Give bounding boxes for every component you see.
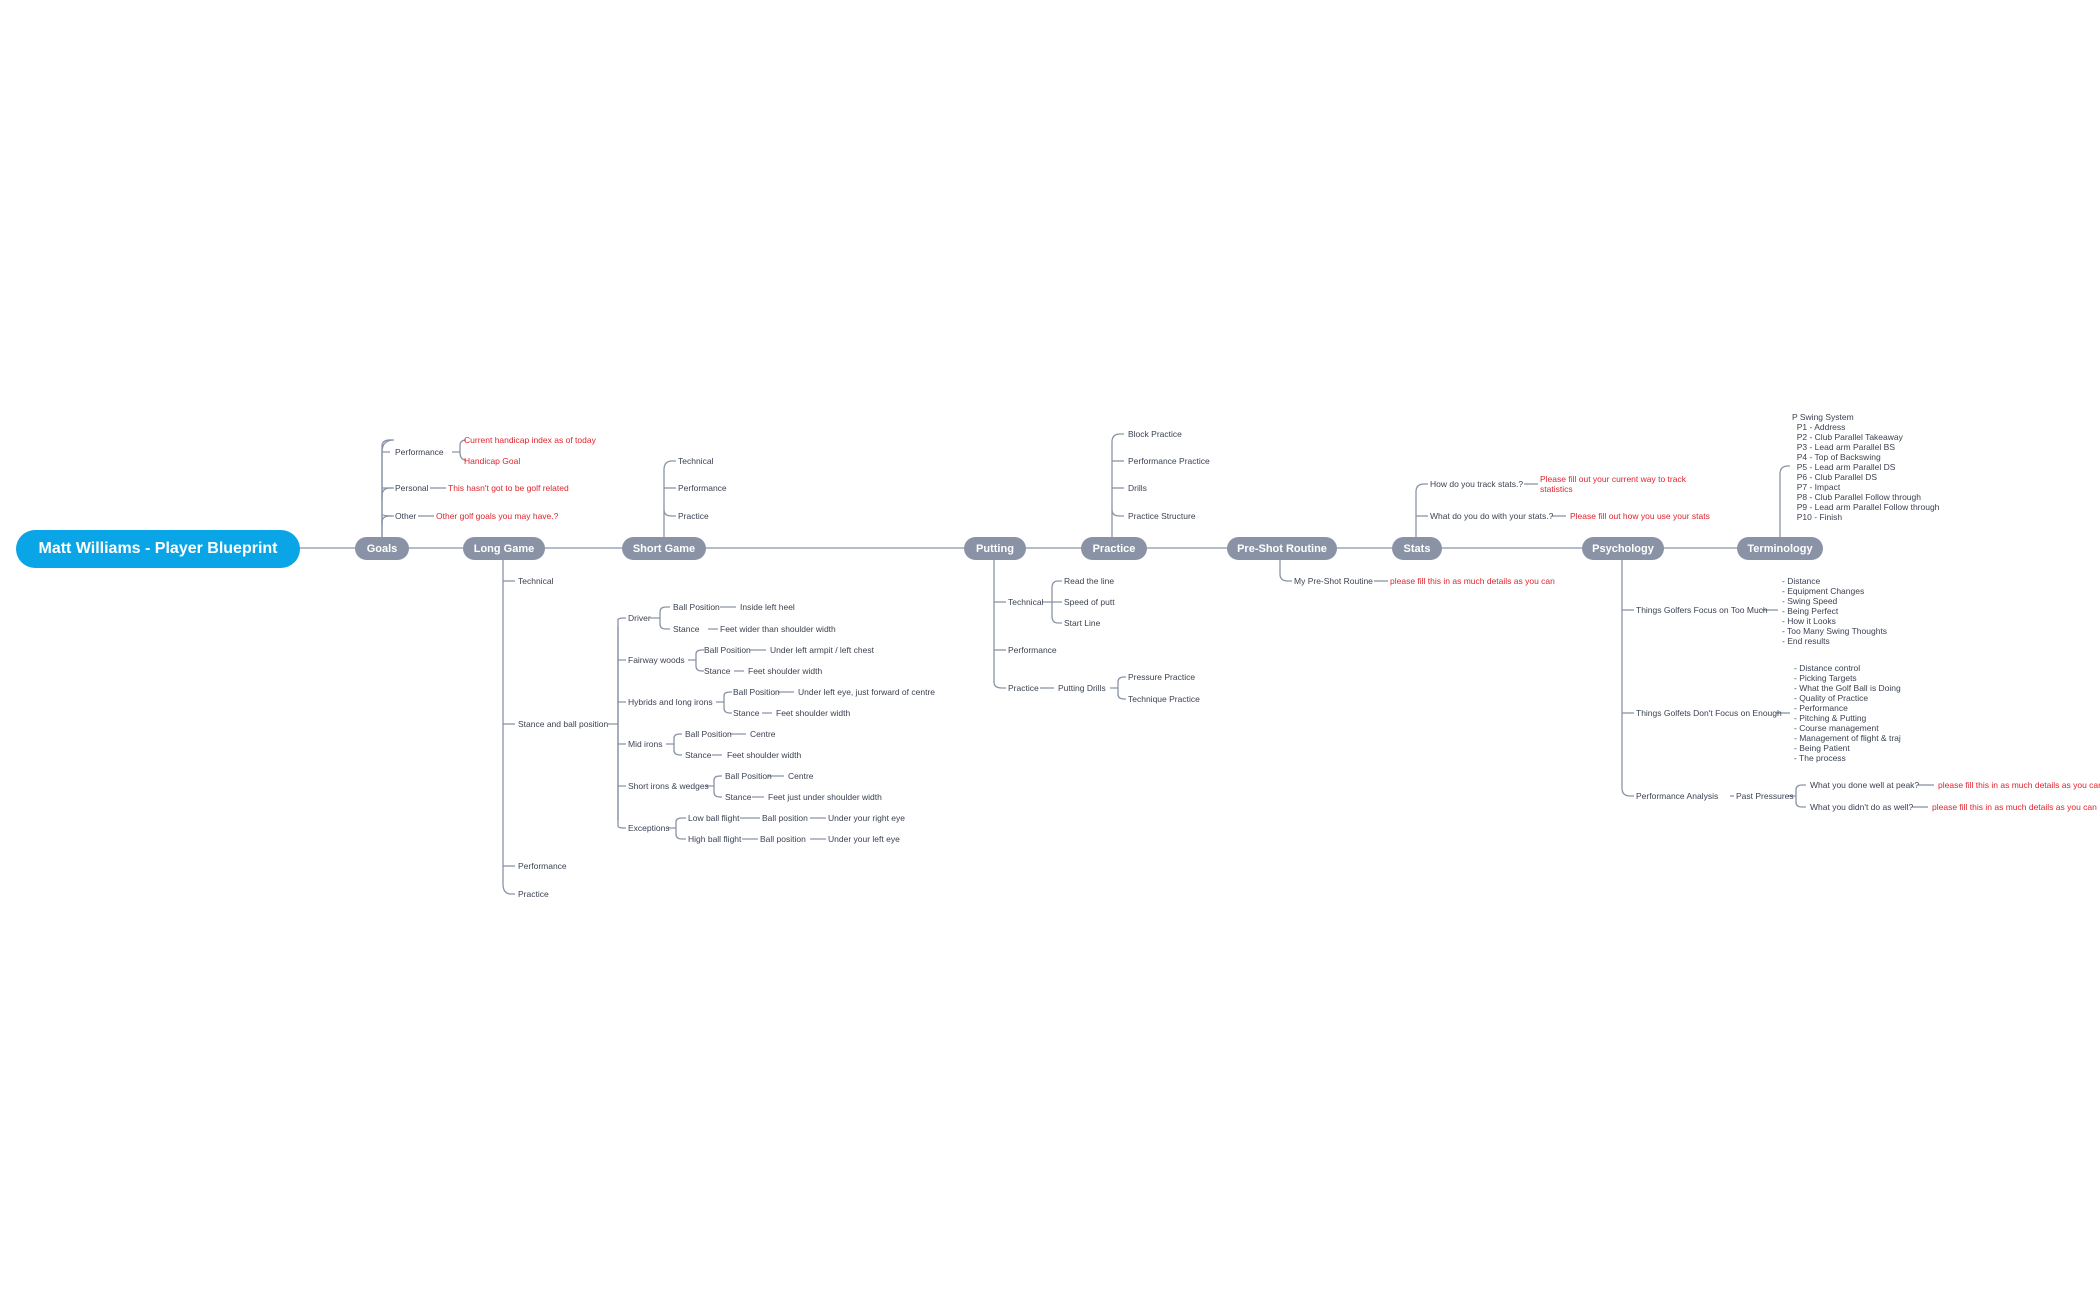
low-flight-ball-position[interactable]: Ball position [762, 813, 808, 823]
exceptions-high-ball-flight[interactable]: High ball flight [688, 834, 742, 844]
practice-drills[interactable]: Drills [1128, 483, 1147, 493]
long-game-technical[interactable]: Technical [518, 576, 554, 586]
goals-personal[interactable]: Personal [395, 483, 429, 493]
mid-ball-position[interactable]: Ball Position [685, 729, 732, 739]
pre-shot-my-routine[interactable]: My Pre-Shot Routine [1294, 576, 1373, 586]
topic-stats[interactable]: Stats [1392, 537, 1442, 560]
hybrids-ball-position-value[interactable]: Under left eye, just forward of centre [798, 687, 936, 697]
psychology-not-enough-list: - Distance control - Picking Targets - W… [1794, 663, 1901, 763]
practice-structure[interactable]: Practice Structure [1128, 511, 1196, 521]
topic-short-game[interactable]: Short Game [622, 537, 706, 560]
practice-performance[interactable]: Performance Practice [1128, 456, 1210, 466]
putting-speed-of-putt[interactable]: Speed of putt [1064, 597, 1115, 607]
fairway-stance-value[interactable]: Feet shoulder width [748, 666, 823, 676]
psychology-performance-analysis[interactable]: Performance Analysis [1636, 791, 1719, 801]
high-flight-ball-position[interactable]: Ball position [760, 834, 806, 844]
topic-practice[interactable]: Practice [1081, 537, 1147, 560]
long-game-stance-ball-position[interactable]: Stance and ball position [518, 719, 609, 729]
stats-track-note[interactable]: Please fill out your current way to trac… [1540, 474, 1686, 494]
long-game-practice[interactable]: Practice [518, 889, 549, 899]
hybrids-stance-value[interactable]: Feet shoulder width [776, 708, 851, 718]
driver-ball-position[interactable]: Ball Position [673, 602, 720, 612]
stats-use[interactable]: What do you do with your stats.? [1430, 511, 1554, 521]
hybrids-ball-position[interactable]: Ball Position [733, 687, 780, 697]
club-short-irons-wedges[interactable]: Short irons & wedges [628, 781, 709, 791]
high-flight-ball-position-value[interactable]: Under your left eye [828, 834, 900, 844]
putting-technique-practice[interactable]: Technique Practice [1128, 694, 1200, 704]
driver-stance[interactable]: Stance [673, 624, 700, 634]
fairway-ball-position[interactable]: Ball Position [704, 645, 751, 655]
topic-long-game[interactable]: Long Game [463, 537, 545, 560]
goals-branch [381, 439, 395, 538]
club-hybrids-long-irons[interactable]: Hybrids and long irons [628, 697, 713, 707]
mid-ball-position-value[interactable]: Centre [750, 729, 776, 739]
putting-start-line[interactable]: Start Line [1064, 618, 1101, 628]
psychology-not-well[interactable]: What you didn't do as well? [1810, 802, 1914, 812]
mid-stance[interactable]: Stance [685, 750, 712, 760]
stats-track[interactable]: How do you track stats.? [1430, 479, 1524, 489]
fairway-ball-position-value[interactable]: Under left armpit / left chest [770, 645, 874, 655]
putting-pressure-practice[interactable]: Pressure Practice [1128, 672, 1196, 682]
short-ball-position[interactable]: Ball Position [725, 771, 772, 781]
short-game-practice[interactable]: Practice [678, 511, 709, 521]
psychology-done-well[interactable]: What you done well at peak? [1810, 780, 1920, 790]
club-fairway-woods[interactable]: Fairway woods [628, 655, 685, 665]
short-stance[interactable]: Stance [725, 792, 752, 802]
goals-personal-note[interactable]: This hasn't got to be golf related [448, 483, 569, 493]
psychology-past-pressures[interactable]: Past Pressures [1736, 791, 1794, 801]
low-flight-ball-position-value[interactable]: Under your right eye [828, 813, 906, 823]
putting-drills[interactable]: Putting Drills [1058, 683, 1106, 693]
short-game-technical[interactable]: Technical [678, 456, 714, 466]
pre-shot-note[interactable]: please fill this in as much details as y… [1390, 576, 1555, 586]
topic-psychology[interactable]: Psychology [1582, 537, 1664, 560]
topic-putting[interactable]: Putting [964, 537, 1026, 560]
mid-stance-value[interactable]: Feet shoulder width [727, 750, 802, 760]
exceptions-low-ball-flight[interactable]: Low ball flight [688, 813, 740, 823]
terminology-p-swing-system: P Swing System P1 - Address P2 - Club Pa… [1792, 412, 1940, 522]
stats-use-note[interactable]: Please fill out how you use your stats [1570, 511, 1710, 521]
practice-block[interactable]: Block Practice [1128, 429, 1182, 439]
topic-goals[interactable]: Goals [355, 537, 409, 560]
club-driver[interactable]: Driver [628, 613, 651, 623]
goals-other[interactable]: Other [395, 511, 417, 521]
long-game-performance[interactable]: Performance [518, 861, 567, 871]
goals-handicap-goal[interactable]: Handicap Goal [464, 456, 521, 466]
topic-terminology[interactable]: Terminology [1737, 537, 1823, 560]
putting-technical[interactable]: Technical [1008, 597, 1044, 607]
goals-other-note[interactable]: Other golf goals you may have.? [436, 511, 559, 521]
driver-ball-position-value[interactable]: Inside left heel [740, 602, 795, 612]
putting-practice[interactable]: Practice [1008, 683, 1039, 693]
putting-performance[interactable]: Performance [1008, 645, 1057, 655]
psychology-done-well-note[interactable]: please fill this in as much details as y… [1938, 780, 2100, 790]
topic-pre-shot-routine[interactable]: Pre-Shot Routine [1227, 537, 1337, 560]
short-stance-value[interactable]: Feet just under shoulder width [768, 792, 882, 802]
psychology-too-much-list: - Distance - Equipment Changes - Swing S… [1782, 576, 1888, 646]
goals-performance[interactable]: Performance [395, 447, 444, 457]
short-ball-position-value[interactable]: Centre [788, 771, 814, 781]
goals-current-handicap[interactable]: Current handicap index as of today [464, 435, 596, 445]
hybrids-stance[interactable]: Stance [733, 708, 760, 718]
club-mid-irons[interactable]: Mid irons [628, 739, 663, 749]
psychology-too-much[interactable]: Things Golfers Focus on Too Much [1636, 605, 1768, 615]
club-exceptions[interactable]: Exceptions [628, 823, 670, 833]
fairway-stance[interactable]: Stance [704, 666, 731, 676]
driver-stance-value[interactable]: Feet wider than shoulder width [720, 624, 836, 634]
psychology-not-well-note[interactable]: please fill this in as much details as y… [1932, 802, 2097, 812]
short-game-performance[interactable]: Performance [678, 483, 727, 493]
psychology-not-enough[interactable]: Things Golfets Don't Focus on Enough [1636, 708, 1782, 718]
putting-read-the-line[interactable]: Read the line [1064, 576, 1115, 586]
root-topic[interactable]: Matt Williams - Player Blueprint [16, 530, 300, 568]
